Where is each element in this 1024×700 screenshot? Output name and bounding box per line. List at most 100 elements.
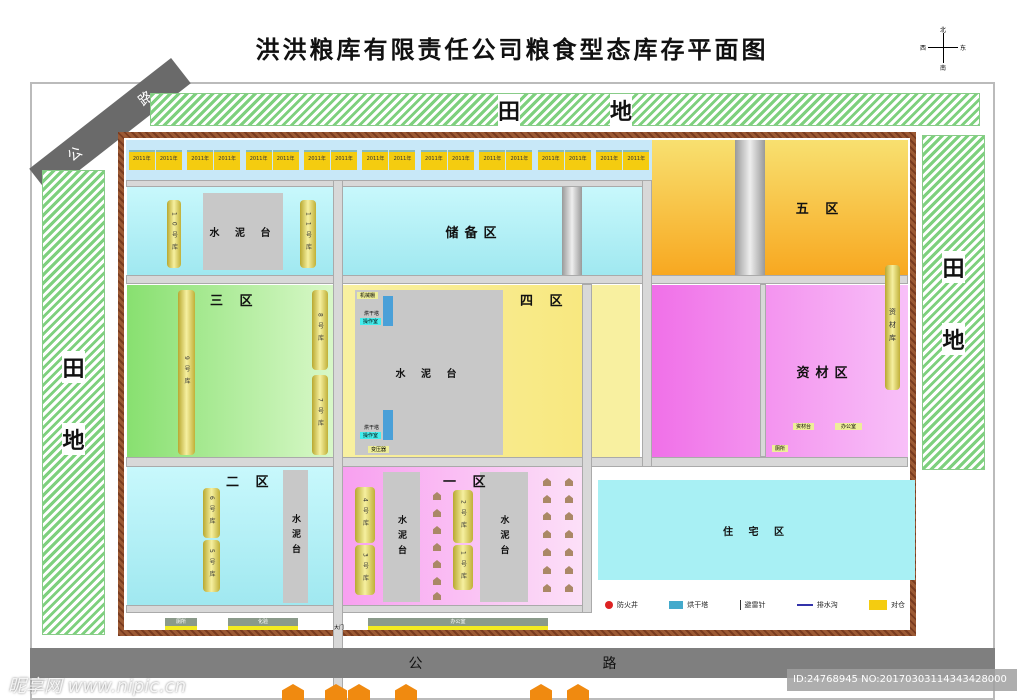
- compass-west: 西: [920, 45, 927, 52]
- internal-road: [642, 180, 652, 467]
- internal-road: [126, 457, 908, 467]
- legend-label: 烘干塔: [687, 601, 709, 609]
- warehouse-label: 3号库: [361, 553, 369, 587]
- barn: 2011年: [187, 150, 214, 170]
- legend-label: 对仓: [891, 601, 905, 609]
- office-label: 办公室: [835, 423, 863, 430]
- barn: 2011年: [564, 150, 591, 170]
- toilet-building: 厕所: [165, 618, 197, 630]
- page-title: 洪洪粮库有限责任公司粮食型态库存平面图: [255, 36, 769, 64]
- legend-item: 对仓: [869, 600, 905, 610]
- legend-item: 避雷针: [739, 600, 766, 610]
- shed-icon: [565, 548, 573, 556]
- field-label: 田: [62, 350, 85, 383]
- barn: 2011年: [389, 150, 416, 170]
- warehouse-label: 1号库: [459, 550, 467, 585]
- shed-icon: [565, 478, 573, 486]
- warehouse-5: 5号库: [203, 540, 220, 592]
- barn: 2011年: [245, 150, 272, 170]
- zone-label: 四 区: [520, 294, 569, 309]
- shed-icon: [433, 492, 441, 500]
- internal-road: [333, 180, 343, 700]
- warehouse-11: 11号库: [300, 200, 316, 268]
- cement-label: 水泥台: [396, 514, 406, 560]
- shed-icon: [565, 584, 573, 592]
- field-right: 田地: [922, 135, 985, 470]
- dryer-tower: [383, 296, 393, 326]
- house-icon: [567, 684, 589, 700]
- legend-label: 避雷针: [744, 601, 766, 609]
- barn: 2011年: [447, 150, 474, 170]
- warehouse-7: 7号库: [312, 375, 328, 455]
- cement-platform: 水 泥 台: [203, 193, 283, 270]
- warehouse-label: 10号库: [170, 212, 178, 256]
- shed-icon: [565, 530, 573, 538]
- shed-icon: [543, 548, 551, 556]
- barn: 2011年: [420, 150, 447, 170]
- house-icon: [282, 684, 304, 700]
- shed-icon: [543, 478, 551, 486]
- road-label: 路: [602, 656, 617, 672]
- barn: 2011年: [214, 150, 241, 170]
- barn: 2011年: [331, 150, 358, 170]
- zone-materials: 资材区: [652, 285, 908, 457]
- legend-item: 排水沟: [796, 600, 838, 610]
- shed-label: 机械棚: [357, 292, 379, 299]
- materials-warehouse: 资材库: [885, 265, 900, 390]
- legend-item: 烘干塔: [669, 600, 708, 610]
- barn: 2011年: [479, 150, 506, 170]
- image-id: ID:24768945 NO:20170303114343428000: [787, 669, 1017, 691]
- shed-icon: [433, 543, 441, 551]
- warehouse-label: 4号库: [361, 498, 369, 532]
- warehouse-label: 5号库: [208, 549, 215, 583]
- barn: 2011年: [155, 150, 182, 170]
- warehouse-label: 7号库: [316, 398, 324, 432]
- legend-label: 防火井: [617, 601, 638, 609]
- control-room-label: 操作室: [360, 432, 382, 439]
- cement-platform: 水泥台: [383, 472, 420, 602]
- materials-stand-label: 资材台: [793, 423, 815, 430]
- shed-icon: [543, 495, 551, 503]
- barn: 2011年: [304, 150, 331, 170]
- zone-label: 三 区: [210, 294, 259, 309]
- toilet-label: 厕所: [772, 445, 789, 452]
- barn: 2011年: [362, 150, 389, 170]
- warehouse-10: 10号库: [167, 200, 181, 268]
- cement-label: 水泥台: [498, 514, 509, 560]
- office-building: 办公室: [368, 618, 548, 630]
- lab-office-building: 化验: [228, 618, 298, 630]
- cement-label: 水 泥 台: [209, 228, 277, 239]
- compass-vertical-arrow: [943, 33, 944, 63]
- house-icon: [325, 684, 347, 700]
- warehouse-6: 6号库: [203, 488, 220, 538]
- warehouse-2: 2号库: [453, 490, 473, 543]
- internal-road: [760, 284, 766, 457]
- zone-three: [127, 285, 333, 457]
- zone-residential: 住 宅 区: [598, 480, 915, 580]
- shed-icon: [565, 566, 573, 574]
- control-room-label: 操作室: [360, 318, 382, 325]
- field-top: 田地: [150, 93, 980, 126]
- cement-label: 水 泥 台: [395, 369, 463, 380]
- zone-label: 住 宅 区: [723, 526, 790, 538]
- house-icon: [530, 684, 552, 700]
- barn: 2011年: [596, 150, 623, 170]
- compass: 北 西 东 南: [920, 25, 970, 72]
- warehouse-label: 9号库: [183, 355, 190, 390]
- zone-label: 一 区: [443, 475, 492, 490]
- shed-icon: [433, 592, 441, 600]
- shed-icon: [543, 530, 551, 538]
- dryer-label: 烘干塔: [364, 311, 380, 317]
- road-label: 公: [408, 656, 423, 672]
- cement-platform: 水泥台: [283, 470, 308, 603]
- internal-road: [126, 275, 908, 284]
- compass-east: 东: [960, 45, 967, 52]
- cement-platform: 水 泥 台: [355, 290, 503, 455]
- compass-south: 南: [940, 65, 947, 72]
